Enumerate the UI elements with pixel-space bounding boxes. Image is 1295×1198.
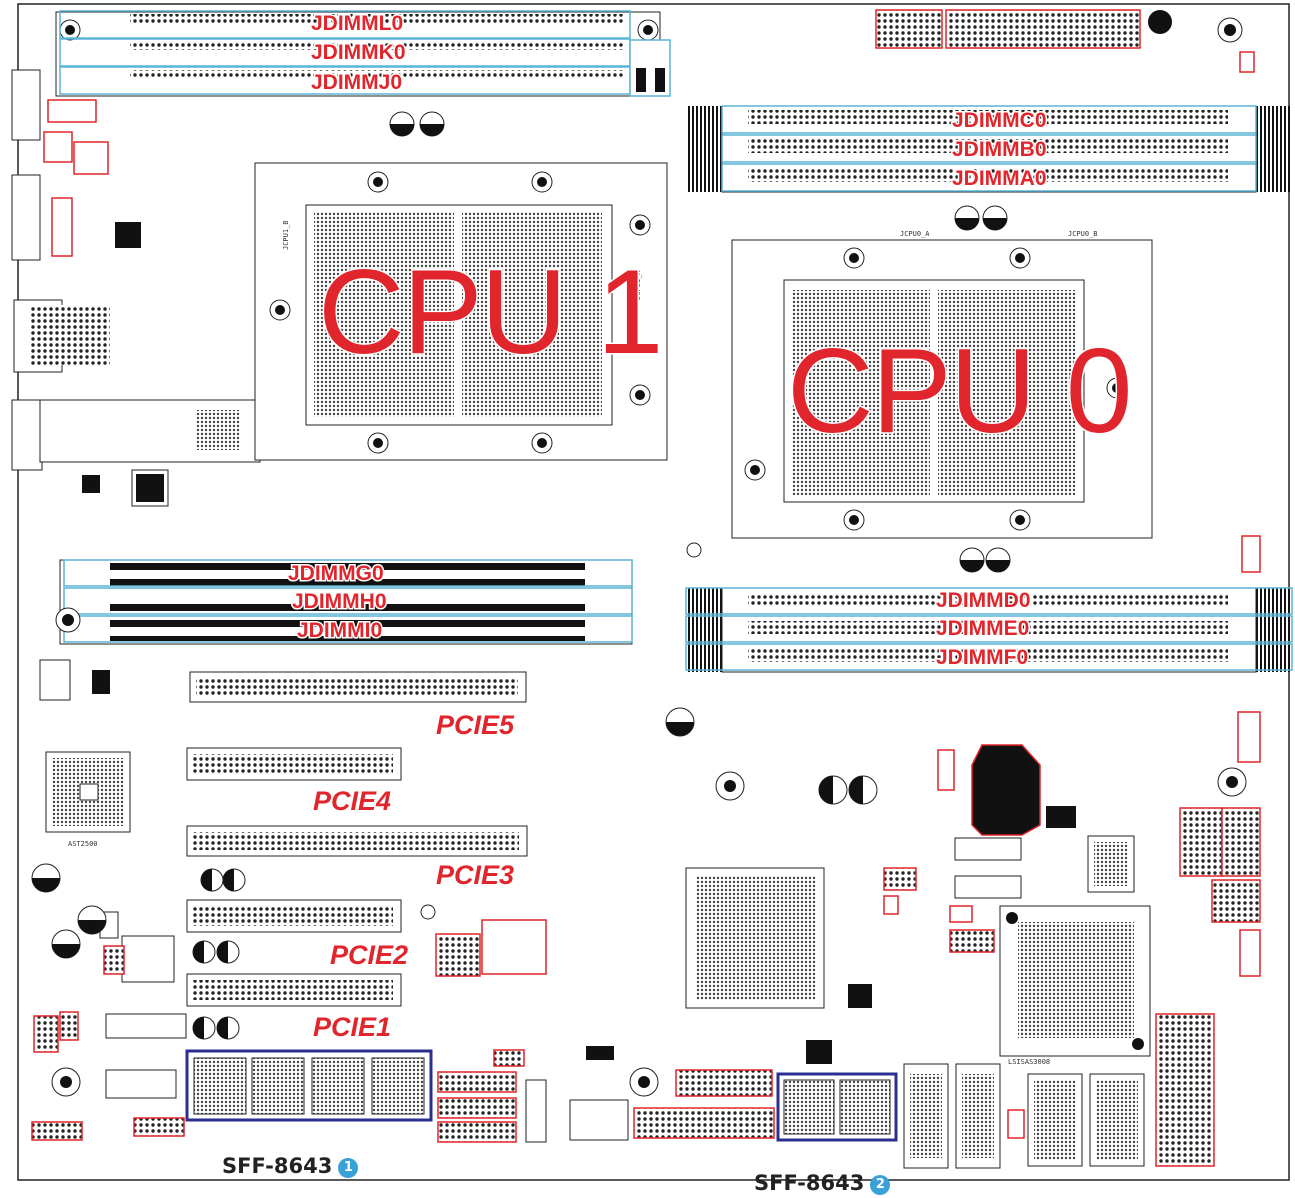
dimm-slot-outline xyxy=(63,559,633,587)
cpu1-socket: JCPU1_B JCPU1_A CPU 1 xyxy=(254,162,668,461)
sff-number-badge: 1 xyxy=(338,1158,359,1178)
dimm-label: JDIMML0 xyxy=(311,12,403,35)
capacitors-top xyxy=(389,111,1011,573)
dimm-label: JDIMMB0 xyxy=(952,138,1047,161)
dimm-slot-outline xyxy=(685,643,1293,671)
dimm-label: JDIMMG0 xyxy=(288,562,384,585)
dimm-slot-outline xyxy=(59,10,631,39)
cpu0-label: CPU 0 xyxy=(787,324,1130,458)
dimm-group-left-middle: JDIMMG0 JDIMMH0 JDIMMI0 xyxy=(55,559,633,645)
rear-io xyxy=(11,69,261,507)
top-right-headers xyxy=(875,9,1255,73)
dimm-label: JDIMMA0 xyxy=(952,167,1047,190)
socket-label: JCPU0_B xyxy=(1068,230,1098,238)
dimm-label: JDIMMC0 xyxy=(952,109,1047,132)
sata-sas-connectors xyxy=(903,1063,1145,1169)
sas-controller: LSISAS3008 xyxy=(999,905,1151,1066)
front-panel-headers xyxy=(31,945,832,1143)
dimm-label: JDIMMF0 xyxy=(936,646,1028,669)
dimm-label: JDIMME0 xyxy=(936,617,1029,640)
socket-label: JCPU0_A xyxy=(900,230,930,238)
dimm-label: JDIMMK0 xyxy=(311,41,406,64)
cpu1-label: CPU 1 xyxy=(318,245,661,379)
socket-label: JCPU1_B xyxy=(282,220,290,250)
dimm-slot-outline xyxy=(721,105,1257,134)
misc-components xyxy=(31,535,1261,1167)
bmc-label: AST2500 xyxy=(68,840,98,848)
dimm-label: JDIMMJ0 xyxy=(311,71,402,94)
sff-number-badge: 2 xyxy=(870,1175,891,1195)
dimm-group-top-left: JDIMML0 JDIMMK0 JDIMMJ0 xyxy=(55,10,671,97)
dimm-slot-outline xyxy=(721,163,1257,192)
socket-label: JCPU1_A xyxy=(634,270,642,300)
sff-8643-group-1 xyxy=(185,1049,433,1122)
bmc-chip: AST2500 xyxy=(39,659,131,848)
dimm-slot-outline xyxy=(685,587,1293,615)
dimm-slot-outline xyxy=(685,615,1293,643)
sff-8643-group-2 xyxy=(776,1072,898,1142)
dimm-slot-outline xyxy=(63,587,633,615)
dimm-label: JDIMMI0 xyxy=(297,619,382,642)
pcie-slots: PCIE5 PCIE4 PCIE3 PCIE2 PCIE1 xyxy=(186,671,528,1042)
dimm-label: JDIMMD0 xyxy=(936,589,1031,612)
dimm-slot-outline xyxy=(721,134,1257,163)
dimm-label: JDIMMH0 xyxy=(292,590,387,613)
pcie-label: PCIE3 xyxy=(436,860,514,890)
dimm-group-right-lower: JDIMMD0 JDIMME0 JDIMMF0 xyxy=(685,587,1293,673)
pcie-label: PCIE4 xyxy=(313,786,391,816)
sas-chip-label: LSISAS3008 xyxy=(1008,1058,1050,1066)
pcie-label: PCIE1 xyxy=(313,1012,391,1042)
sff-label-text: SFF-8643 xyxy=(222,1154,333,1178)
cpu0-socket: JCPU0_A JCPU0_B CPU 0 xyxy=(731,230,1153,539)
pcie-label: PCIE2 xyxy=(330,940,408,970)
sff-label-text: SFF-8643 xyxy=(754,1171,865,1195)
dimm-group-right-upper: JDIMMC0 JDIMMB0 JDIMMA0 xyxy=(686,105,1292,193)
pcie-label: PCIE5 xyxy=(436,710,515,740)
